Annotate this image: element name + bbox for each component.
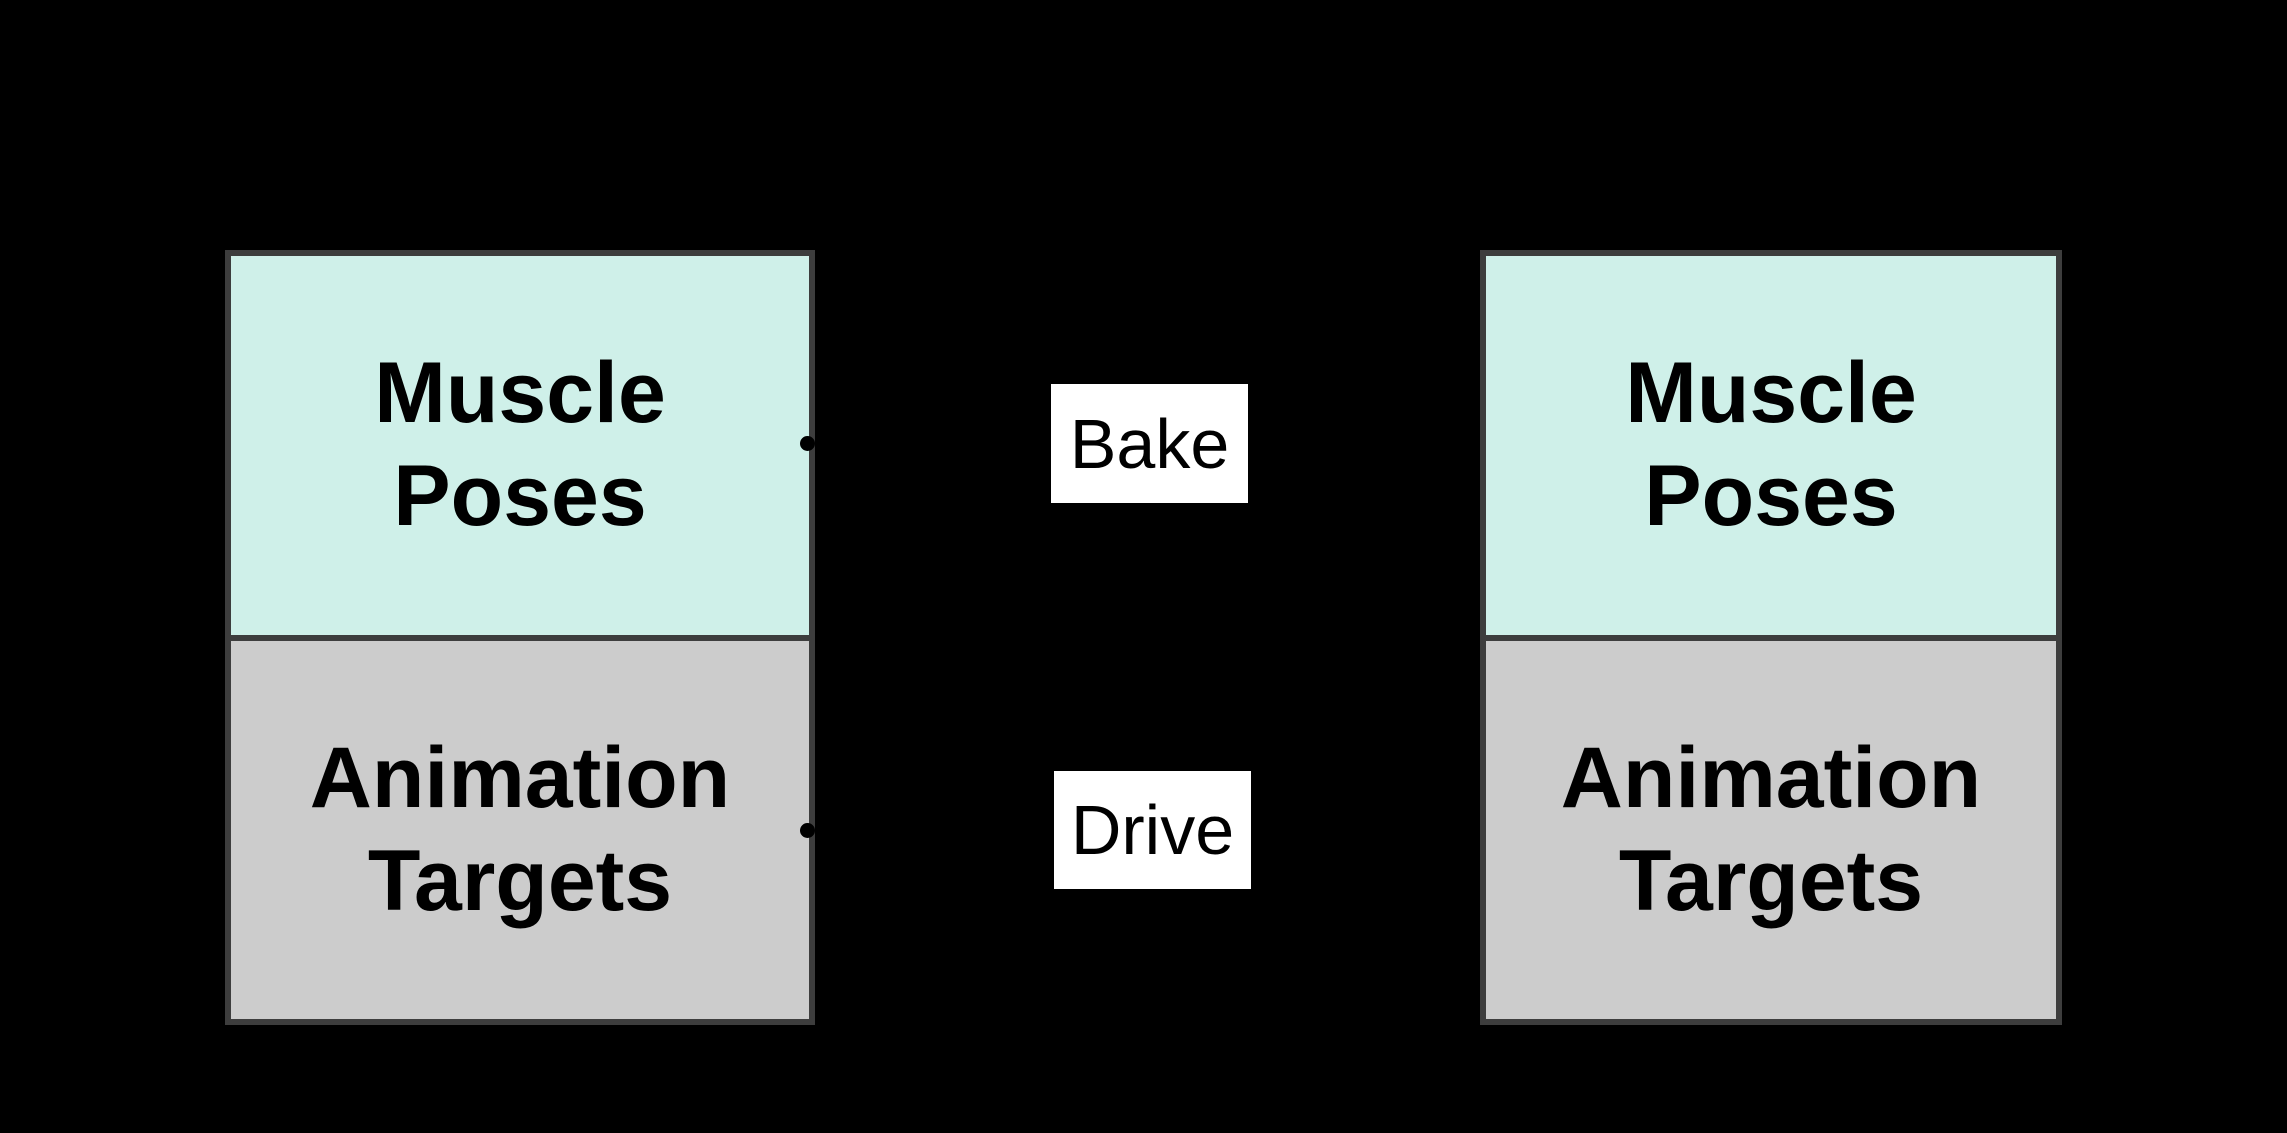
result-stack-box: Muscle Poses Animation Targets	[1480, 250, 2062, 1025]
source-animation-targets-section: Animation Targets	[231, 640, 809, 1019]
drive-arrow-label: Drive	[1070, 791, 1235, 869]
source-muscle-poses-section: Muscle Poses	[231, 256, 809, 641]
result-muscle-poses-section: Muscle Poses	[1486, 256, 2056, 641]
drive-connector-dot	[800, 823, 815, 838]
source-muscle-poses-label: Muscle Poses	[374, 345, 666, 545]
result-animation-targets-section: Animation Targets	[1486, 640, 2056, 1019]
drive-arrow-label-box: Drive	[1054, 771, 1251, 889]
source-stack-box: Muscle Poses Animation Targets	[225, 250, 815, 1025]
bake-arrow-label: Bake	[1069, 404, 1230, 483]
bake-arrow-label-box: Bake	[1051, 384, 1248, 503]
result-animation-targets-label: Animation Targets	[1560, 729, 1982, 929]
result-muscle-poses-label: Muscle Poses	[1625, 345, 1917, 545]
bake-connector-dot	[800, 436, 815, 451]
source-animation-targets-label: Animation Targets	[309, 729, 731, 929]
